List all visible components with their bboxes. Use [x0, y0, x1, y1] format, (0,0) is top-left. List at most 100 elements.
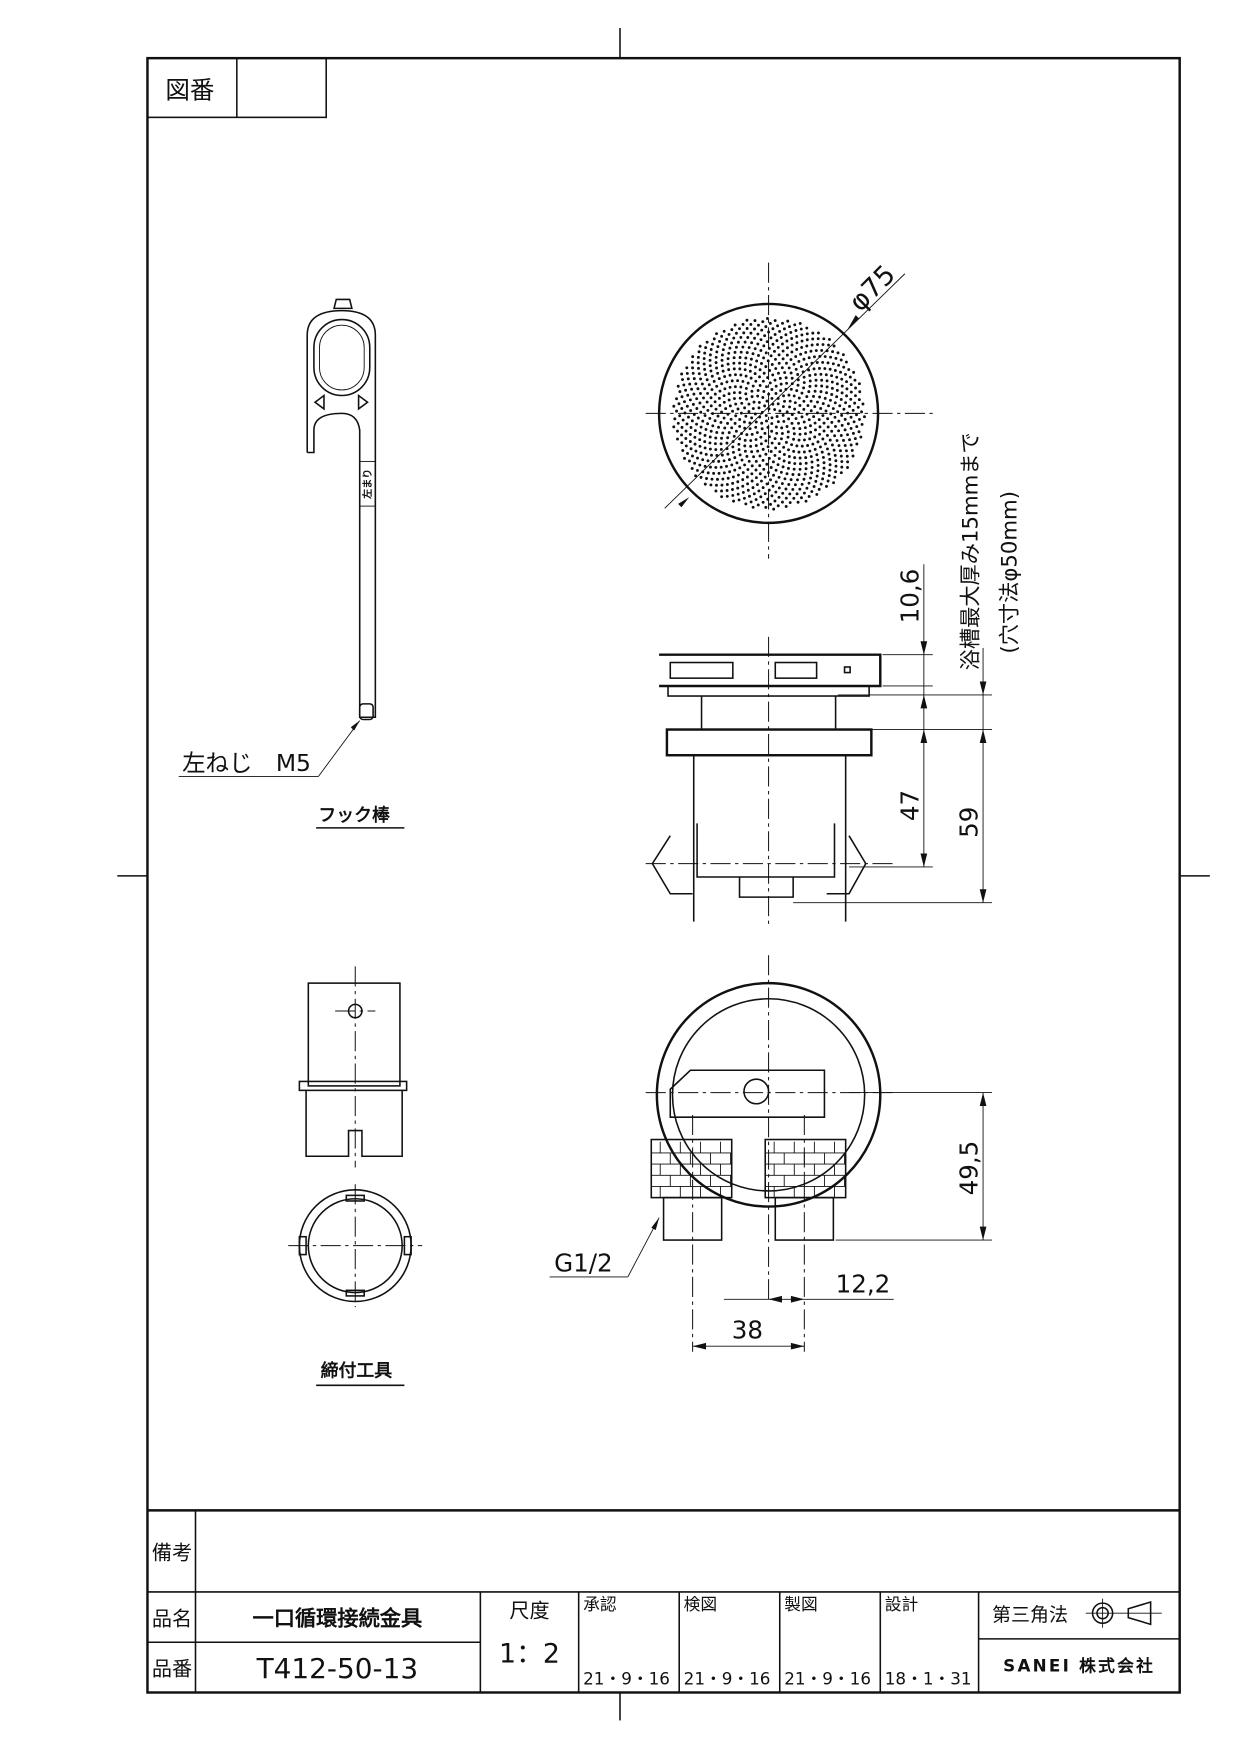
perforation-hole: [722, 416, 726, 420]
perforation-hole: [738, 367, 742, 371]
perforation-hole: [799, 352, 803, 356]
perforation-hole: [840, 377, 844, 381]
perforation-hole: [708, 353, 712, 357]
perforation-hole: [785, 425, 789, 428]
perforation-hole: [703, 482, 707, 486]
perforation-hole: [771, 460, 775, 464]
perforation-hole: [732, 367, 736, 371]
perforation-hole: [833, 415, 837, 419]
perforation-hole: [753, 372, 757, 376]
perforation-hole: [702, 396, 705, 400]
perforation-hole: [726, 476, 730, 480]
perforation-hole: [840, 423, 844, 427]
perforation-hole: [689, 426, 693, 429]
perforation-hole: [841, 353, 845, 357]
perforation-hole: [716, 477, 719, 481]
title-block: 備考 品名 品番 一口循環接続金具 T412-50-13 尺度 1：2 承認 2…: [147, 1509, 1180, 1693]
perforation-hole: [713, 442, 717, 446]
perforation-hole: [739, 385, 743, 389]
perforation-hole: [782, 327, 786, 331]
perforation-hole: [753, 347, 757, 351]
perforation-hole: [835, 382, 839, 386]
perforation-hole: [764, 452, 768, 456]
perforation-hole: [779, 336, 783, 339]
perforation-hole: [739, 335, 743, 339]
perforation-hole: [726, 357, 730, 361]
perforation-hole: [754, 438, 758, 441]
perforation-hole: [839, 433, 843, 437]
perforation-hole: [736, 492, 740, 496]
perforation-hole: [770, 416, 774, 420]
perforation-hole: [813, 355, 816, 359]
perforation-hole: [818, 395, 822, 399]
perforation-hole: [703, 464, 707, 468]
perforation-hole: [761, 486, 765, 490]
perforation-hole: [776, 324, 780, 328]
perforation-hole: [762, 390, 766, 393]
perforation-hole: [684, 388, 688, 392]
perforation-hole: [795, 444, 799, 448]
perforation-hole: [758, 368, 762, 372]
perforation-hole: [805, 326, 809, 330]
perforation-hole: [738, 437, 742, 441]
perforation-hole: [705, 477, 708, 480]
perforation-hole: [773, 349, 776, 353]
tool-view: 締付工具: [288, 966, 423, 1387]
perforation-hole: [693, 442, 697, 446]
perforation-hole: [796, 383, 800, 387]
perforation-hole: [761, 320, 765, 324]
perforation-hole: [761, 500, 765, 504]
perforation-hole: [727, 332, 731, 336]
perforation-hole: [779, 470, 783, 474]
perforation-hole: [695, 422, 699, 426]
perforation-hole: [721, 369, 725, 373]
perforation-hole: [725, 489, 729, 492]
perforation-hole: [798, 404, 802, 407]
perforation-hole: [755, 359, 759, 363]
perforation-hole: [733, 421, 737, 425]
perforation-hole: [792, 437, 796, 441]
perforation-hole: [826, 447, 829, 451]
perforation-hole: [705, 400, 709, 404]
perforation-hole: [824, 373, 828, 377]
perforation-hole: [741, 322, 745, 326]
perforation-hole: [852, 370, 856, 374]
perforation-hole: [817, 418, 821, 422]
perforation-hole: [716, 345, 720, 349]
perforation-hole: [792, 432, 796, 436]
perforation-hole: [763, 431, 767, 435]
perforation-hole: [787, 448, 790, 452]
perforation-hole: [720, 483, 724, 487]
perforation-hole: [822, 429, 826, 433]
perforation-hole: [780, 366, 784, 370]
perforation-hole: [793, 407, 797, 411]
perforation-hole: [692, 377, 696, 381]
perforation-hole: [682, 383, 686, 387]
perforation-hole: [781, 500, 784, 504]
perforation-hole: [821, 455, 825, 459]
perforation-hole: [714, 465, 718, 469]
perforation-hole: [683, 400, 686, 404]
perforation-hole: [764, 351, 768, 355]
scale-value: 1：2: [499, 1638, 560, 1669]
perforation-hole: [829, 355, 833, 359]
perforation-hole: [827, 337, 831, 341]
perforation-hole: [675, 409, 679, 413]
perforation-hole: [749, 439, 753, 443]
perforation-hole: [853, 437, 857, 441]
projection-label: 第三角法: [992, 1604, 1068, 1626]
perforation-hole: [720, 334, 724, 338]
perforation-hole: [830, 443, 834, 447]
perforation-hole: [816, 458, 820, 462]
perforation-hole: [721, 348, 725, 352]
perforation-hole: [813, 389, 817, 393]
perforation-hole: [762, 467, 766, 471]
perforation-hole: [767, 346, 771, 350]
perforation-hole: [774, 367, 778, 371]
perforation-hole: [785, 339, 789, 343]
perforation-hole: [694, 382, 698, 386]
perforation-hole: [849, 443, 853, 447]
perforation-hole: [744, 414, 748, 418]
perforation-hole: [828, 398, 832, 402]
perforation-hole: [788, 399, 792, 403]
